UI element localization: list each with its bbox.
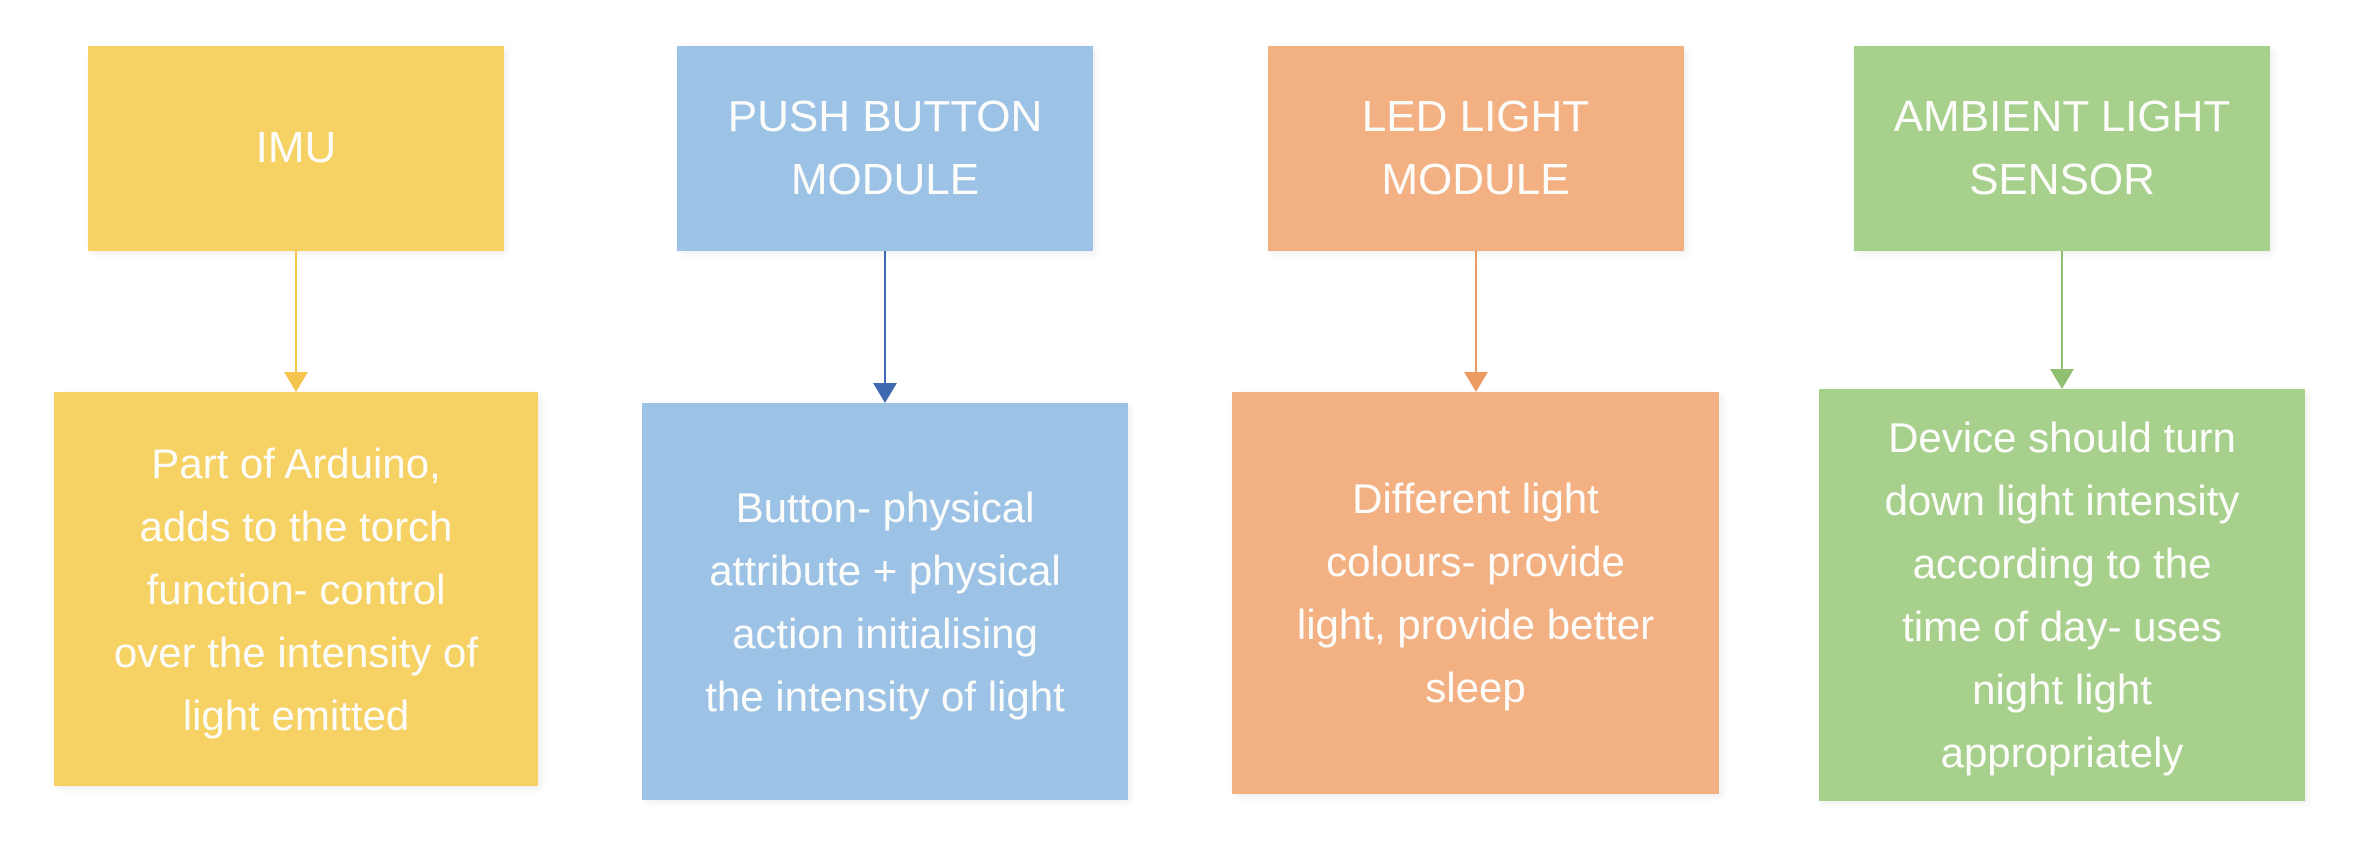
- header-box-push-button-module: PUSH BUTTON MODULE: [677, 46, 1093, 251]
- header-box-ambient-light-sensor: AMBIENT LIGHT SENSOR: [1854, 46, 2270, 251]
- description-box-ambient-light-sensor: Device should turn down light intensity …: [1819, 389, 2305, 801]
- description-box-push-button-module: Button- physical attribute + physical ac…: [642, 403, 1128, 800]
- description-box-imu: Part of Arduino, adds to the torch funct…: [54, 392, 538, 786]
- down-arrow: [2047, 251, 2077, 389]
- arrow-line: [884, 251, 886, 385]
- header-box-led-light-module: LED LIGHT MODULE: [1267, 46, 1684, 251]
- diagram-column-push-button-module: PUSH BUTTON MODULE Button- physical attr…: [642, 0, 1128, 844]
- description-text: Different light colours- provide light, …: [1296, 475, 1655, 711]
- arrow-line: [295, 251, 297, 374]
- description-text: Device should turn down light intensity …: [1884, 414, 2240, 776]
- down-arrow: [1461, 251, 1491, 392]
- arrow-head-icon: [284, 372, 308, 392]
- diagram-column-led-light-module: LED LIGHT MODULE Different light colours…: [1232, 0, 1719, 844]
- arrow-line: [2061, 251, 2063, 371]
- description-text: Button- physical attribute + physical ac…: [705, 483, 1065, 720]
- description-box-led-light-module: Different light colours- provide light, …: [1232, 392, 1719, 794]
- description-text: Part of Arduino, adds to the torch funct…: [113, 439, 479, 739]
- header-label: PUSH BUTTON MODULE: [727, 92, 1043, 204]
- arrow-head-icon: [1463, 372, 1488, 392]
- header-label: LED LIGHT MODULE: [1361, 92, 1590, 204]
- diagram-column-ambient-light-sensor: AMBIENT LIGHT SENSOR Device should turn …: [1819, 0, 2305, 844]
- diagram-column-imu: IMU Part of Arduino, adds to the torch f…: [54, 0, 538, 844]
- down-arrow: [281, 251, 311, 392]
- header-label: AMBIENT LIGHT SENSOR: [1893, 92, 2231, 204]
- arrow-line: [1474, 251, 1477, 374]
- arrow-head-icon: [873, 383, 897, 403]
- header-box-imu: IMU: [88, 46, 504, 251]
- header-label: IMU: [255, 123, 337, 173]
- down-arrow: [870, 251, 900, 403]
- arrow-head-icon: [2050, 369, 2074, 389]
